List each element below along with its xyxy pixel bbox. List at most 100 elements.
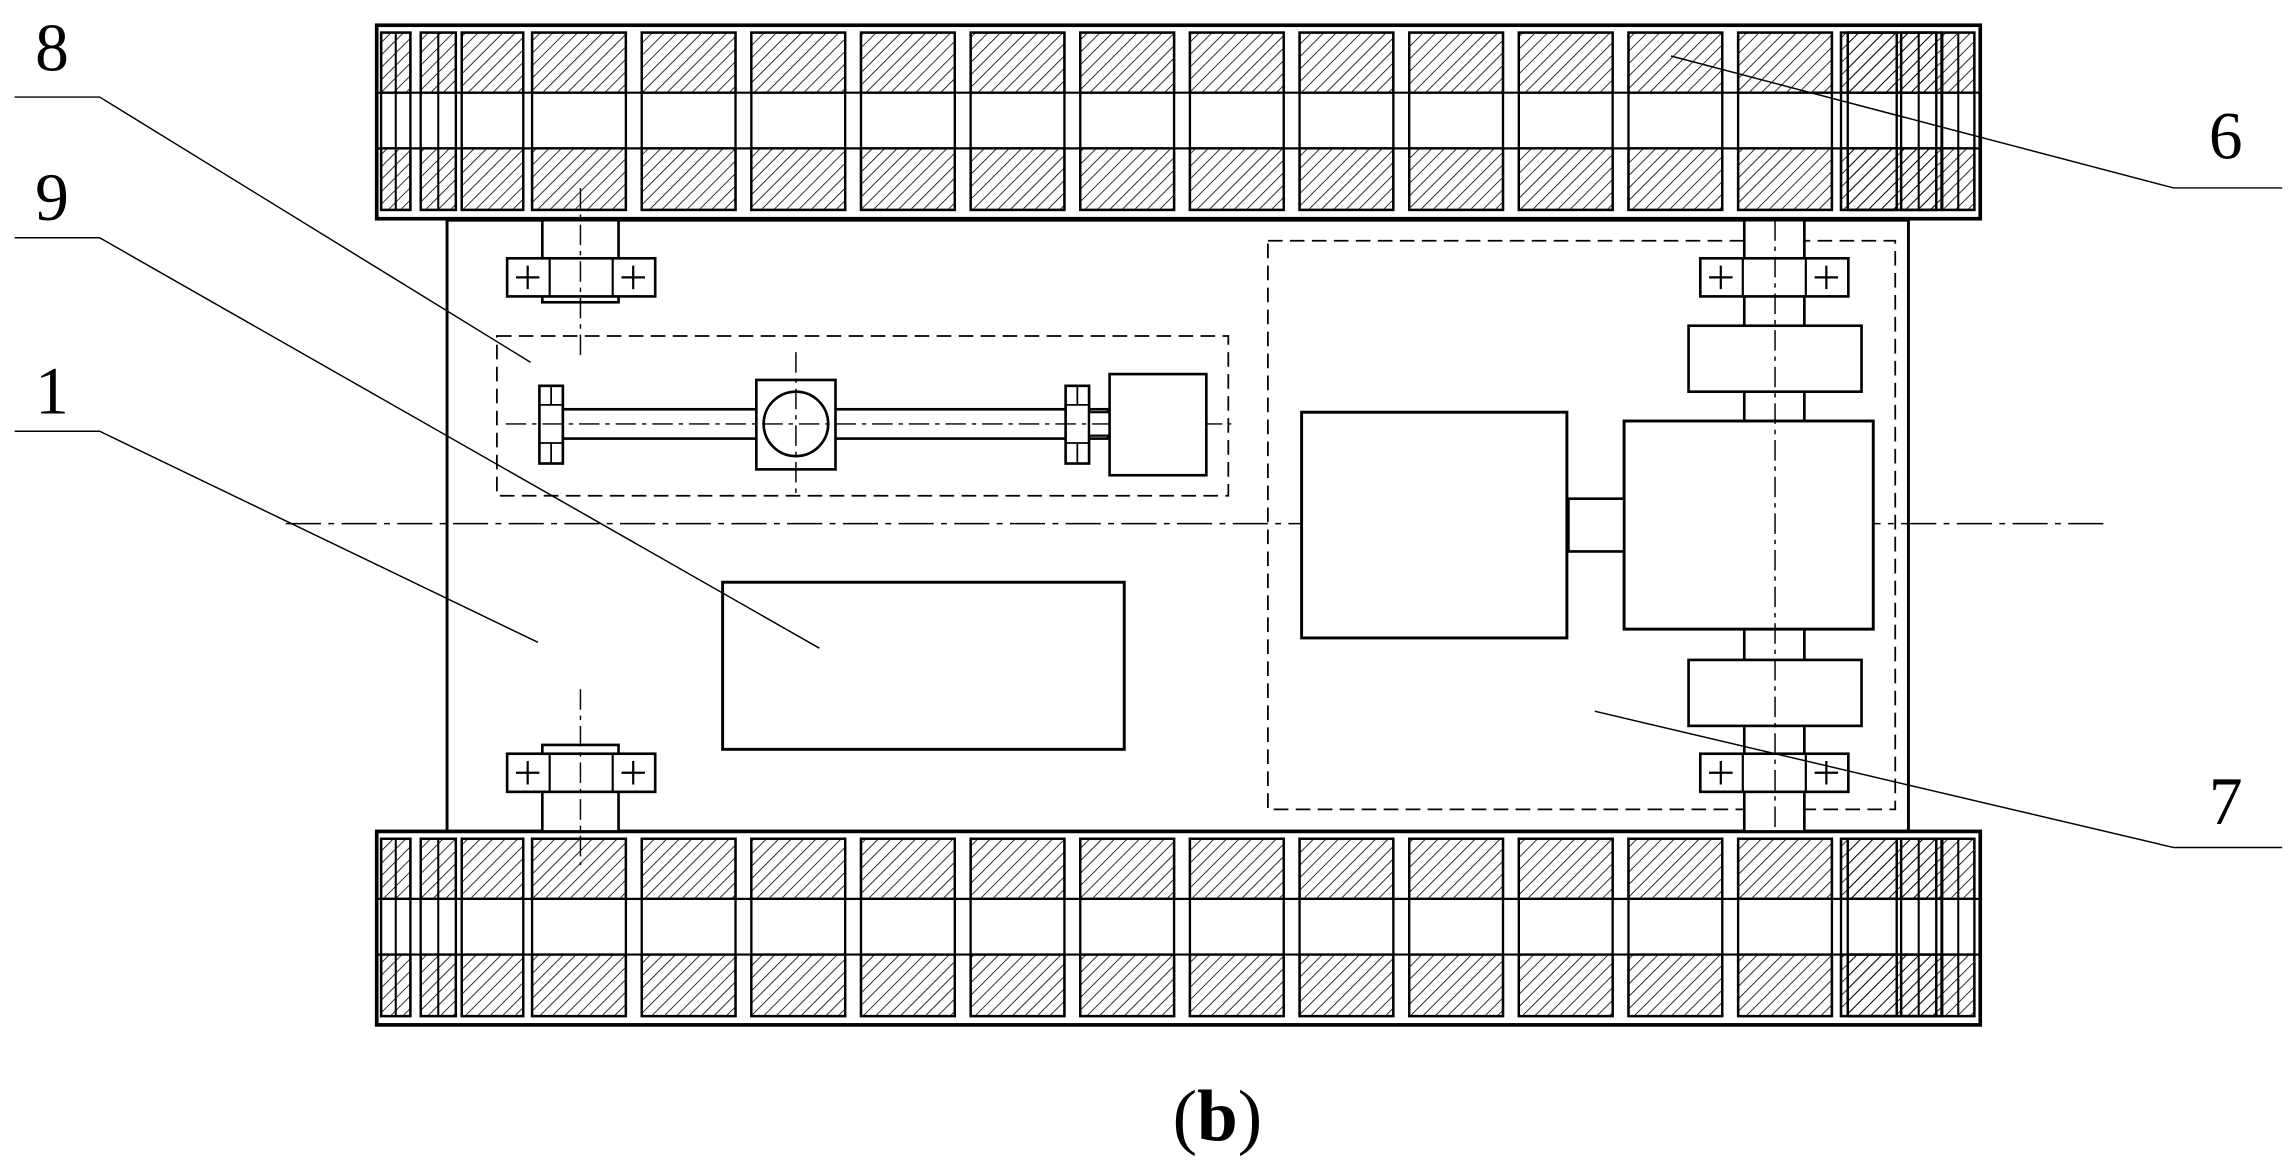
track-shoe xyxy=(1188,953,1285,1018)
leader-line-1 xyxy=(14,430,539,643)
track-shoe xyxy=(1627,147,1724,212)
track-link xyxy=(1517,31,1614,212)
track-link xyxy=(530,837,628,1018)
label-6: 6 xyxy=(2209,99,2243,174)
track-link xyxy=(750,837,847,1018)
track-shoe xyxy=(460,147,525,212)
figure-caption: (b) xyxy=(1173,1076,1263,1157)
label-7: 7 xyxy=(2209,764,2243,839)
track-shoe xyxy=(1188,837,1285,901)
leader-lines xyxy=(14,55,2283,849)
track-shoe xyxy=(859,837,956,901)
track-link xyxy=(1298,31,1395,212)
track-link xyxy=(460,31,525,212)
track-shoe xyxy=(640,147,737,212)
track-shoe xyxy=(1408,837,1505,901)
track-shoe xyxy=(1408,31,1505,94)
track-link xyxy=(1517,837,1614,1018)
track-shoe xyxy=(1408,953,1505,1018)
track-link xyxy=(1408,31,1505,212)
track-shoe xyxy=(640,953,737,1018)
track-shoe xyxy=(460,31,525,94)
track-shoe xyxy=(460,953,525,1018)
leader-line-6 xyxy=(1670,55,2283,189)
caption-open: ( xyxy=(1173,1076,1197,1157)
track-shoe xyxy=(460,837,525,901)
track-shoe xyxy=(640,837,737,901)
track-shoe xyxy=(1079,31,1176,94)
leader-line-7 xyxy=(1594,710,2283,849)
leader-line-8 xyxy=(14,96,531,363)
track-shoe xyxy=(530,837,628,901)
track-link xyxy=(640,837,737,1018)
track-link xyxy=(750,31,847,212)
track-shoe xyxy=(1627,953,1724,1018)
track-shoe xyxy=(750,147,847,212)
track-shoe xyxy=(1298,31,1395,94)
caption-letter: b xyxy=(1197,1076,1238,1157)
track-shoe xyxy=(750,31,847,94)
track-shoe xyxy=(530,31,628,94)
track-shoe xyxy=(1627,31,1724,94)
track-shoe xyxy=(1839,147,1898,212)
track-shoe xyxy=(1736,147,1834,212)
track-link xyxy=(1079,31,1176,212)
track-link xyxy=(460,837,525,1018)
track-shoe xyxy=(1298,953,1395,1018)
track-shoe xyxy=(1736,837,1834,901)
label-9: 9 xyxy=(35,160,69,235)
track-shoe xyxy=(969,953,1066,1018)
track-shoe xyxy=(969,147,1066,212)
track-link xyxy=(859,837,956,1018)
track-shoe xyxy=(750,953,847,1018)
crawler-track-bottom xyxy=(374,829,1983,1027)
track-shoe xyxy=(1839,837,1898,901)
track-shoe xyxy=(640,31,737,94)
track-link xyxy=(1079,837,1176,1018)
track-link xyxy=(859,31,956,212)
track-link xyxy=(1408,837,1505,1018)
track-shoe xyxy=(750,837,847,901)
track-link xyxy=(1736,837,1834,1018)
track-link xyxy=(1839,837,1898,1018)
label-8: 8 xyxy=(35,11,69,86)
track-shoe xyxy=(1517,31,1614,94)
track-shoe xyxy=(530,953,628,1018)
caption-close: ) xyxy=(1238,1076,1262,1157)
track-link xyxy=(1736,31,1834,212)
track-shoe xyxy=(969,837,1066,901)
track-shoe xyxy=(1736,953,1834,1018)
track-link xyxy=(640,31,737,212)
track-shoe xyxy=(1839,953,1898,1018)
track-shoe xyxy=(1188,31,1285,94)
leader-line-9 xyxy=(14,237,820,649)
track-shoe xyxy=(859,953,956,1018)
track-link xyxy=(969,837,1066,1018)
track-shoe xyxy=(1736,31,1834,94)
track-shoe xyxy=(1298,837,1395,901)
track-shoe xyxy=(859,31,956,94)
label-1: 1 xyxy=(35,354,69,429)
track-shoe xyxy=(1079,837,1176,901)
track-link xyxy=(1298,837,1395,1018)
left-axle-top xyxy=(505,187,657,360)
track-link xyxy=(1627,837,1724,1018)
track-shoe xyxy=(1079,953,1176,1018)
track-shoe xyxy=(969,31,1066,94)
steering-mechanism xyxy=(496,335,1232,497)
track-link xyxy=(969,31,1066,212)
track-link xyxy=(1627,31,1724,212)
track-link xyxy=(1188,31,1285,212)
track-shoe xyxy=(1517,147,1614,212)
track-shoe xyxy=(530,147,628,212)
drive-system xyxy=(1267,218,1897,833)
track-shoe xyxy=(1517,837,1614,901)
track-shoe xyxy=(1079,147,1176,212)
track-shoe xyxy=(1627,837,1724,901)
track-shoe xyxy=(1408,147,1505,212)
track-link xyxy=(1188,837,1285,1018)
battery-box xyxy=(721,580,1126,751)
track-shoe xyxy=(1298,147,1395,212)
track-link xyxy=(530,31,628,212)
